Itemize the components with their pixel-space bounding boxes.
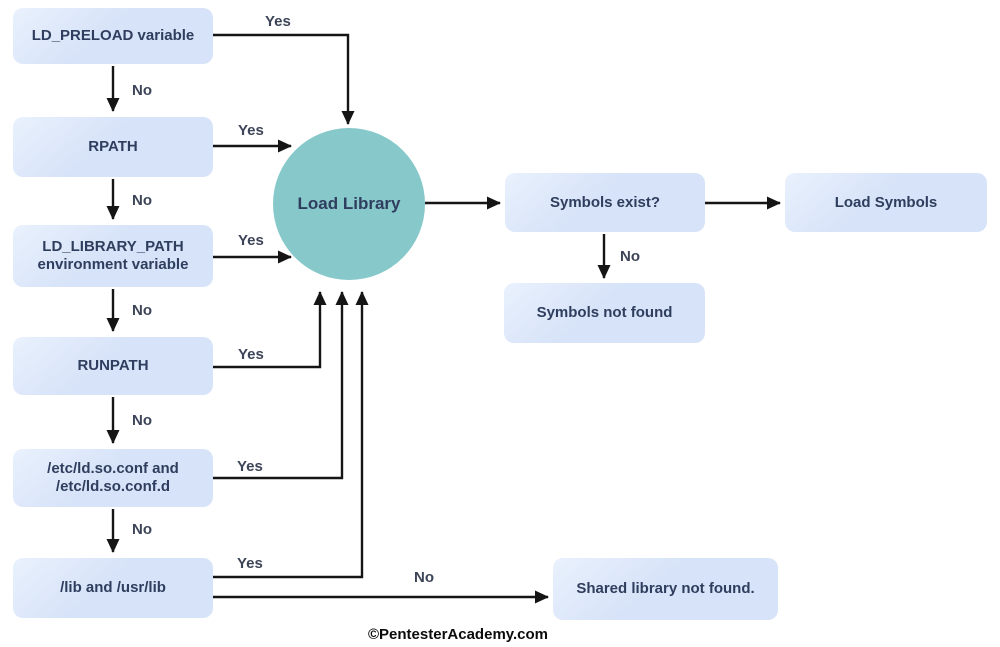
edge-label-yes-etc-ld-so-conf: Yes: [237, 458, 263, 475]
node-etc-ld-so-conf: /etc/ld.so.conf and /etc/ld.so.conf.d: [13, 449, 213, 507]
edge-label-no-preload: No: [132, 82, 152, 99]
edge-label-yes-preload: Yes: [265, 13, 291, 30]
node-ld-preload-variable: LD_PRELOAD variable: [13, 8, 213, 64]
edge-label-no-symbols: No: [620, 248, 640, 265]
node-symbols-not-found: Symbols not found: [504, 283, 705, 343]
node-load-library: Load Library: [273, 128, 425, 280]
credit-text: ©PentesterAcademy.com: [368, 626, 549, 643]
edge-label-no-rpath: No: [132, 192, 152, 209]
node-shared-library-not-found: Shared library not found.: [553, 558, 778, 620]
node-lib-and-usr-lib: /lib and /usr/lib: [13, 558, 213, 618]
node-ld-library-path: LD_LIBRARY_PATH environment variable: [13, 225, 213, 287]
node-runpath: RUNPATH: [13, 337, 213, 395]
edge-label-yes-runpath: Yes: [238, 346, 264, 363]
edge-runpath-yes: [213, 291, 327, 369]
edge-etc-yes: [213, 291, 349, 480]
node-rpath: RPATH: [13, 117, 213, 177]
edge-label-no-etc-ld-so-conf: No: [132, 521, 152, 538]
edge-label-yes-ld-library-path: Yes: [238, 232, 264, 249]
edge-label-no-ld-library-path: No: [132, 302, 152, 319]
edge-label-no-lib: No: [414, 569, 434, 586]
edge-lib-yes: [213, 291, 369, 579]
edge-label-yes-rpath: Yes: [238, 122, 264, 139]
edge-label-yes-lib: Yes: [237, 555, 263, 572]
node-load-symbols: Load Symbols: [785, 173, 987, 232]
node-symbols-exist: Symbols exist?: [505, 173, 705, 232]
edge-preload-yes: [213, 33, 355, 125]
edge-label-no-runpath: No: [132, 412, 152, 429]
